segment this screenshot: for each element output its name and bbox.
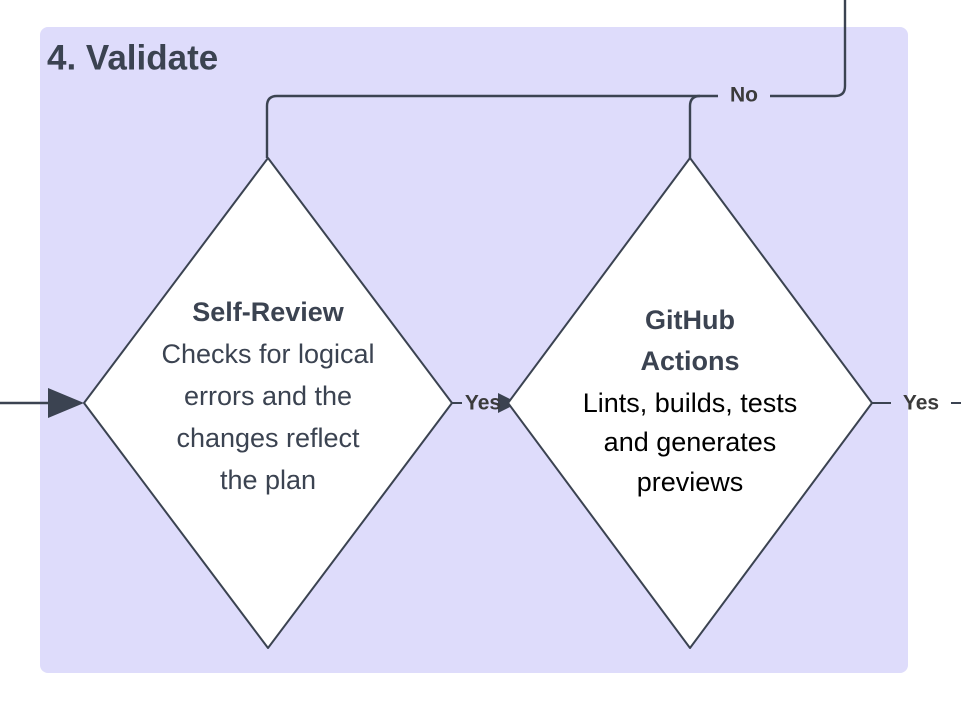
edge-no-branch-to-github-actions (688, 94, 701, 158)
node-github-actions-line-3: previews (637, 467, 744, 497)
node-github-actions-title-line-2: Actions (640, 346, 739, 376)
edge-label-yes-2: Yes (903, 392, 939, 415)
node-self-review-line-1: Checks for logical (161, 339, 374, 369)
edge-no-loop-path (265, 0, 847, 158)
node-github-actions-title-line-1: GitHub (645, 305, 735, 335)
node-self-review-title: Self-Review (192, 297, 345, 327)
edge-incoming-arrowhead (48, 388, 84, 418)
edge-label-no-backdrop (718, 83, 770, 109)
edge-label-yes-1: Yes (465, 392, 501, 415)
edge-label-no: No (730, 84, 758, 107)
node-github-actions[interactable] (507, 157, 873, 649)
node-self-review-line-4: the plan (220, 465, 316, 495)
node-self-review-line-2: errors and the (184, 381, 352, 411)
node-self-review-line-3: changes reflect (176, 423, 360, 453)
node-github-actions-line-2: and generates (604, 427, 777, 457)
node-self-review[interactable] (83, 157, 453, 649)
node-github-actions-line-1: Lints, builds, tests (583, 388, 798, 418)
section-title: 4. Validate (47, 38, 218, 77)
